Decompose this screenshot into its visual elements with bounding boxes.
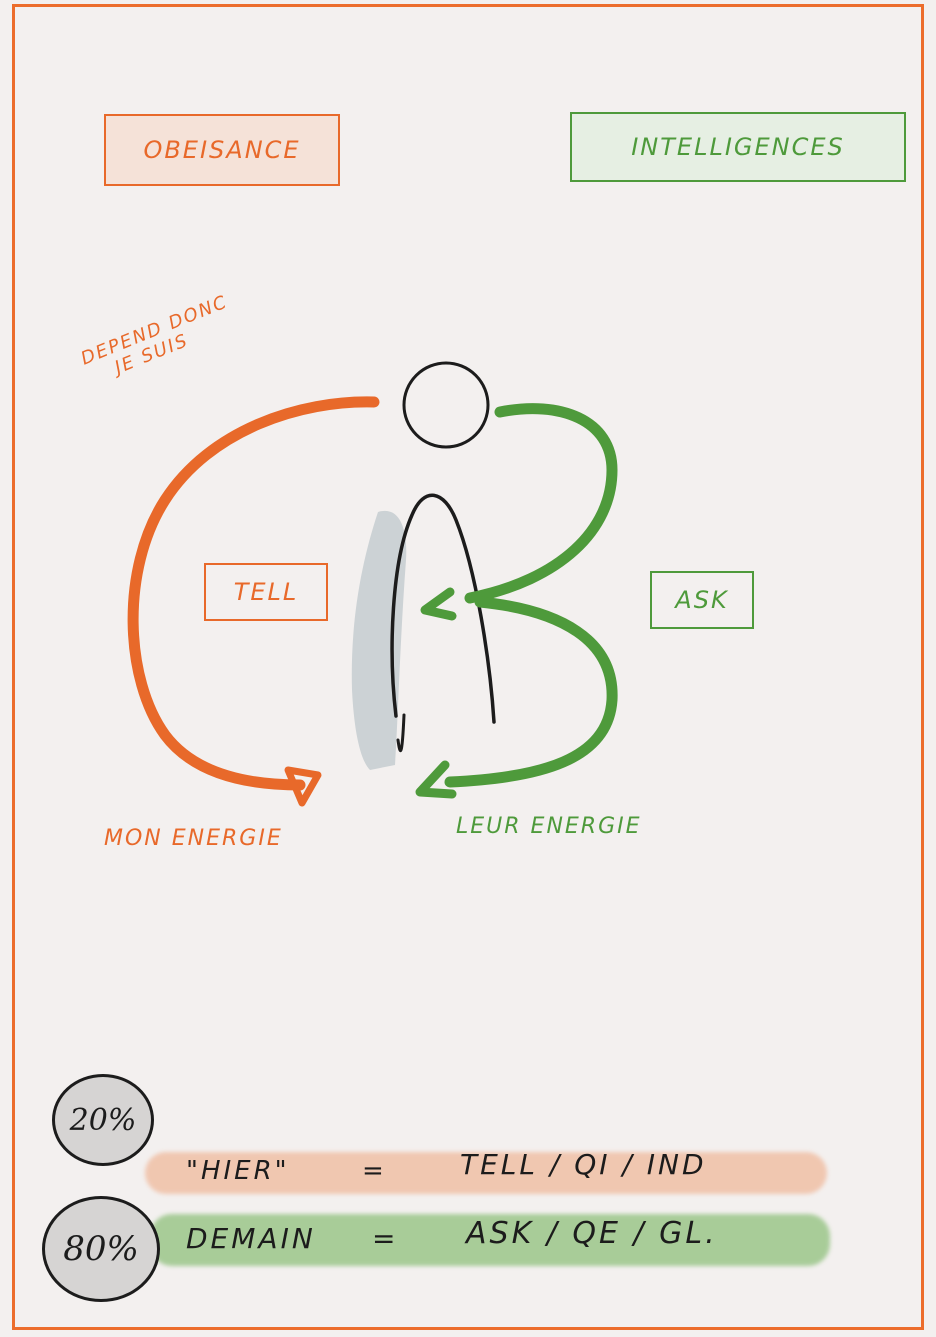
percent-badge-20-text: 20% bbox=[69, 1102, 137, 1138]
orange-arrowhead bbox=[284, 766, 322, 807]
demain-right-text: ASK / QE / GL. bbox=[466, 1216, 718, 1251]
hier-left-text: "HIER" bbox=[186, 1156, 290, 1186]
orange-arrow-stroke bbox=[127, 396, 380, 791]
green-arrow-upper bbox=[464, 403, 618, 604]
demain-left-text: DEMAIN bbox=[186, 1222, 316, 1255]
hier-equals: = bbox=[362, 1156, 387, 1186]
intelligences-label: INTELLIGENCES bbox=[631, 133, 845, 161]
green-arrow-lower bbox=[444, 596, 618, 788]
person-head bbox=[402, 361, 490, 449]
page-frame bbox=[12, 4, 924, 1330]
tell-label: TELL bbox=[233, 578, 299, 606]
green-arrowhead-middle bbox=[420, 587, 457, 621]
leur-energie-label: LEUR ENERGIE bbox=[456, 814, 642, 839]
mon-energie-label: MON ENERGIE bbox=[104, 826, 283, 851]
demain-equals: = bbox=[372, 1222, 399, 1255]
obeisance-box: OBEISANCE bbox=[104, 114, 340, 186]
percent-badge-80: 80% bbox=[42, 1196, 160, 1302]
hier-right-text: TELL / QI / IND bbox=[460, 1148, 707, 1181]
percent-badge-80-text: 80% bbox=[63, 1229, 139, 1269]
ask-label: ASK bbox=[675, 586, 729, 614]
person-leg-mark bbox=[396, 713, 406, 753]
tell-box: TELL bbox=[204, 563, 328, 621]
obeisance-label: OBEISANCE bbox=[143, 136, 301, 164]
green-arrowhead-bottom bbox=[415, 760, 457, 799]
demain-highlight-band bbox=[150, 1214, 830, 1266]
hier-highlight-band bbox=[145, 1152, 827, 1194]
intelligences-box: INTELLIGENCES bbox=[570, 112, 906, 182]
person-body bbox=[390, 493, 496, 724]
percent-badge-20: 20% bbox=[52, 1074, 154, 1166]
ask-box: ASK bbox=[650, 571, 754, 629]
body-shadow-wash bbox=[351, 510, 407, 770]
